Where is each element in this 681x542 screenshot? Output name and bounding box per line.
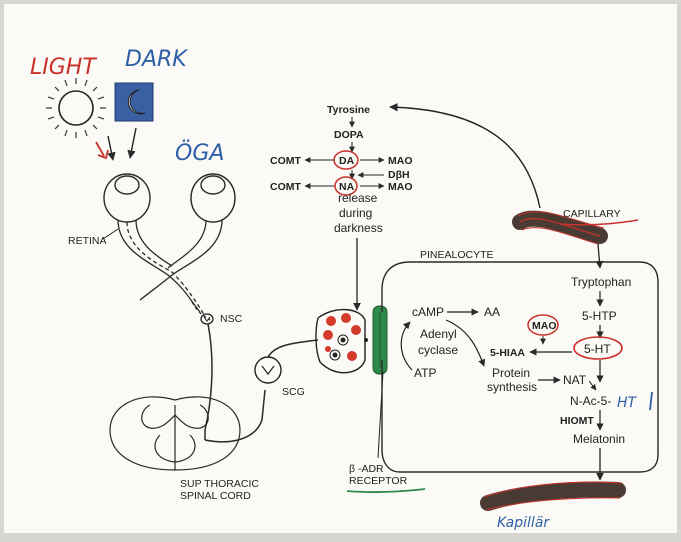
release-label-1: release <box>338 191 378 205</box>
dopa-label: DOPA <box>334 129 364 141</box>
oga-label: ÖGA <box>175 140 224 166</box>
paper-sheet <box>4 4 677 533</box>
adenyl-label-2: cyclase <box>418 343 458 357</box>
dark-label: DARK <box>125 47 188 72</box>
mao-label: MAO <box>532 320 557 332</box>
scg-label: SCG <box>282 386 305 398</box>
ht-label: 5-HT <box>584 342 611 356</box>
protein-label-1: Protein <box>492 366 530 380</box>
release-label-2: during <box>339 206 372 220</box>
mao1-label: MAO <box>388 155 413 167</box>
receptor-label-2: RECEPTOR <box>349 475 408 487</box>
tyrosine-label: Tyrosine <box>327 104 370 116</box>
comt1-label: COMT <box>270 155 301 167</box>
htp-label: 5-HTP <box>582 309 617 323</box>
retina-label: RETINA <box>68 235 107 247</box>
mao2-label: MAO <box>388 181 413 193</box>
protein-label-2: synthesis <box>487 380 537 394</box>
beta-receptor <box>373 306 387 374</box>
aa-label: AA <box>484 305 500 319</box>
release-label-3: darkness <box>334 221 383 235</box>
tryptophan-label: Tryptophan <box>571 275 631 289</box>
receptor-label-1: β -ADR <box>349 463 384 475</box>
camp-label: cAMP <box>412 305 444 319</box>
atp-label: ATP <box>414 366 436 380</box>
capillary-label: CAPILLARY <box>563 208 621 220</box>
da-label: DA <box>339 155 355 167</box>
pinealocyte-label: PINEALOCYTE <box>420 249 494 261</box>
comt2-label: COMT <box>270 181 301 193</box>
kapillar-label: Kapillär <box>497 515 550 531</box>
melatonin-label: Melatonin <box>573 432 625 446</box>
spinal-cord-label-2: SPINAL CORD <box>180 490 251 502</box>
nsc-label: NSC <box>220 313 243 325</box>
light-label: LIGHT <box>30 55 97 80</box>
ht-overwrite-label: HT <box>617 395 638 411</box>
spinal-cord-label-1: SUP THORACIC <box>180 478 259 490</box>
moon-icon <box>115 83 153 121</box>
nac-label: N-Ac-5- <box>570 394 611 408</box>
dbh-label: DβH <box>388 169 410 181</box>
hiaa-label: 5-HIAA <box>490 347 525 359</box>
adenyl-label-1: Adenyl <box>420 327 457 341</box>
nat-label: NAT <box>563 373 587 387</box>
hiomt-label: HIOMT <box>560 415 594 427</box>
